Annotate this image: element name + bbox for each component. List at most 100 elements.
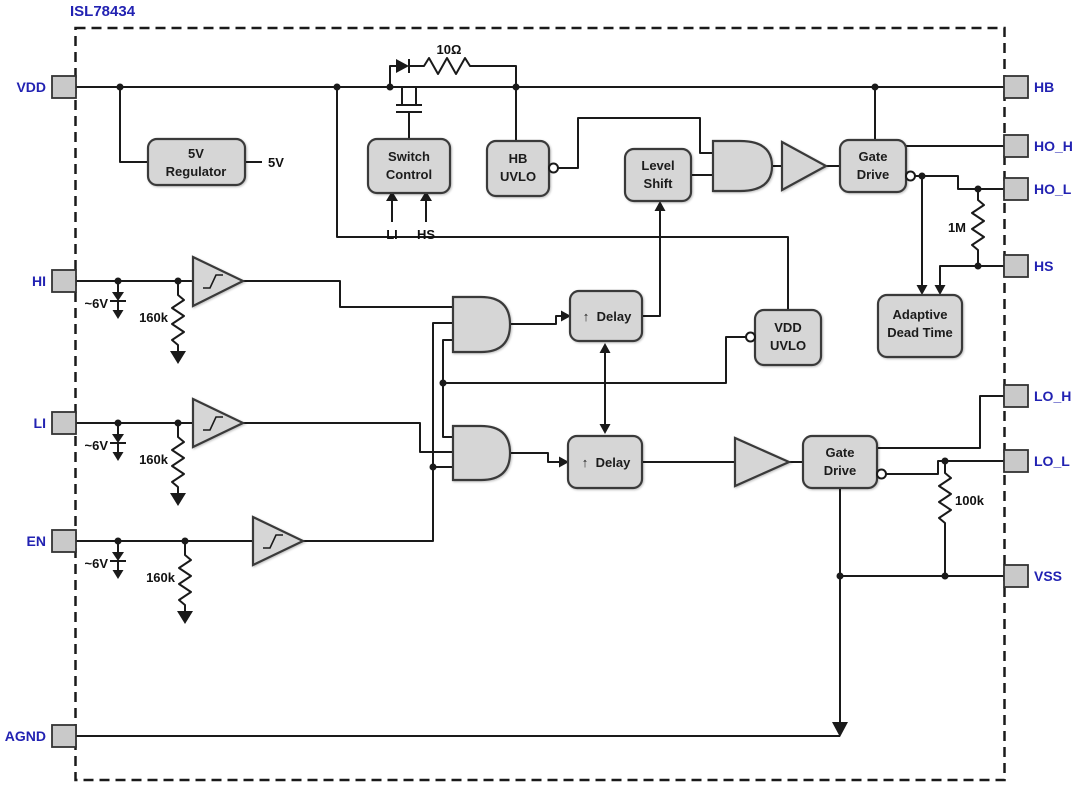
junction-dot <box>429 463 437 471</box>
and-gate-high-side <box>711 139 774 193</box>
pin-pad <box>51 269 77 293</box>
arrow-crosslink-down <box>599 424 611 434</box>
li-clamp-label: ~6V <box>85 438 109 453</box>
junction-dot <box>974 262 982 270</box>
block-gate-drive-high: Gate Drive <box>838 138 916 194</box>
ho-gate-resistor-label: 1M <box>948 220 966 235</box>
block-shape <box>566 434 644 490</box>
junction-dot <box>941 572 949 580</box>
buffer-low-side <box>733 436 792 488</box>
ground-arrow-li <box>170 493 186 506</box>
pin-label: EN <box>27 533 46 549</box>
block-label: Regulator <box>166 164 227 179</box>
pin-pad <box>51 75 77 99</box>
wire-lo-h <box>877 395 1004 449</box>
wire-lo-l <box>886 460 1004 475</box>
pin-ho-h: HO_H <box>1003 134 1073 158</box>
pin-pad <box>1003 449 1029 473</box>
block-delay-low: ↑ Delay <box>566 434 644 490</box>
wire-boot-to-hb-uvlo <box>482 65 517 141</box>
block-shape <box>366 137 452 195</box>
ground-arrow-hi <box>170 351 186 364</box>
li-pulldown-label: 160k <box>139 452 169 467</box>
wire-regulator-feed <box>119 87 148 163</box>
block-shape <box>876 293 964 359</box>
pin-label: HS <box>1034 258 1053 274</box>
junction-dot <box>116 83 124 91</box>
boot-resistor-label: 10Ω <box>437 42 462 57</box>
pin-li: LI <box>34 411 77 435</box>
block-label: 5V <box>188 146 204 161</box>
wire-vdd-uvlo-feed <box>336 87 789 310</box>
block-vdd-uvlo: VDD UVLO <box>745 308 823 367</box>
junction-dot <box>181 537 189 545</box>
buffer-triangle <box>191 255 246 308</box>
block-shape <box>838 138 908 194</box>
resistor-160k-hi <box>171 281 185 351</box>
boot-diode <box>396 59 410 73</box>
and-gate-shape <box>711 139 774 193</box>
delay-up-arrow-icon: ↑ <box>583 309 590 324</box>
wire-boot-diode-in <box>389 65 396 87</box>
buffer-triangle <box>780 140 829 192</box>
chip-title: ISL78434 <box>70 3 136 20</box>
hi-clamp-label: ~6V <box>85 296 109 311</box>
wire-hs-line <box>939 265 1004 285</box>
schmitt-buffer-en <box>251 515 306 567</box>
pin-hi: HI <box>32 269 77 293</box>
switch-control-hs-label: HS <box>417 227 435 242</box>
wire-en-to-and-high <box>303 322 453 542</box>
pin-lo-h: LO_H <box>1003 384 1071 408</box>
arrow-switch-li <box>386 191 398 201</box>
block-5v-regulator: 5V Regulator <box>146 137 247 187</box>
arrow-adt-in-hol <box>916 285 928 295</box>
hi-pulldown-label: 160k <box>139 310 169 325</box>
block-label: Drive <box>857 167 890 182</box>
wire-and-hi-to-delay <box>510 315 561 325</box>
wire-and-li-to-delay <box>510 452 559 463</box>
en-clamp-label: ~6V <box>85 556 109 571</box>
wire-delay-to-level-shift <box>642 211 661 317</box>
block-label: Switch <box>388 149 430 164</box>
inverter-bubble <box>548 162 559 174</box>
block-gate-drive-low: Gate Drive <box>801 434 887 490</box>
block-shape <box>801 434 879 490</box>
ground-arrow-en <box>177 611 193 624</box>
buffer-triangle <box>251 515 306 567</box>
pin-pad <box>1003 564 1029 588</box>
pin-pad <box>1003 254 1029 278</box>
regulator-output-label: 5V <box>268 155 284 170</box>
pin-pad <box>1003 384 1029 408</box>
pin-lo-l: LO_L <box>1003 449 1070 473</box>
arrow-adt-in-hs <box>934 285 946 295</box>
and-gate-shape <box>451 295 512 354</box>
delay-up-arrow-icon: ↑ <box>582 455 589 470</box>
component-labels: 10Ω 5V LI HS 1M 100k 160k 160k 160k ~6V … <box>85 42 985 585</box>
block-label: UVLO <box>770 338 806 353</box>
wire-hi-to-and <box>243 280 453 308</box>
pin-label: LI <box>34 415 46 431</box>
pin-hs: HS <box>1003 254 1053 278</box>
pin-hb: HB <box>1003 75 1054 99</box>
pin-en: EN <box>27 529 77 553</box>
pin-vdd: VDD <box>16 75 77 99</box>
block-hb-uvlo: HB UVLO <box>485 139 559 198</box>
junction-dot <box>386 83 394 91</box>
wire-hb-uvlo-out <box>557 117 713 169</box>
junction-dot <box>439 379 447 387</box>
and-gate-li-input <box>451 424 512 482</box>
pin-ho-l: HO_L <box>1003 177 1072 201</box>
block-label: Gate <box>826 445 855 460</box>
junction-dot <box>974 185 982 193</box>
buffer-triangle <box>733 436 792 488</box>
pin-pad <box>1003 75 1029 99</box>
block-label: Delay <box>596 455 631 470</box>
en-pulldown-label: 160k <box>146 570 176 585</box>
ground-arrow <box>112 310 124 319</box>
resistor-100k <box>938 461 952 576</box>
block-adaptive-dead-time: Adaptive Dead Time <box>876 293 964 359</box>
block-shape <box>568 289 644 343</box>
esd-clamp-en <box>110 541 126 579</box>
